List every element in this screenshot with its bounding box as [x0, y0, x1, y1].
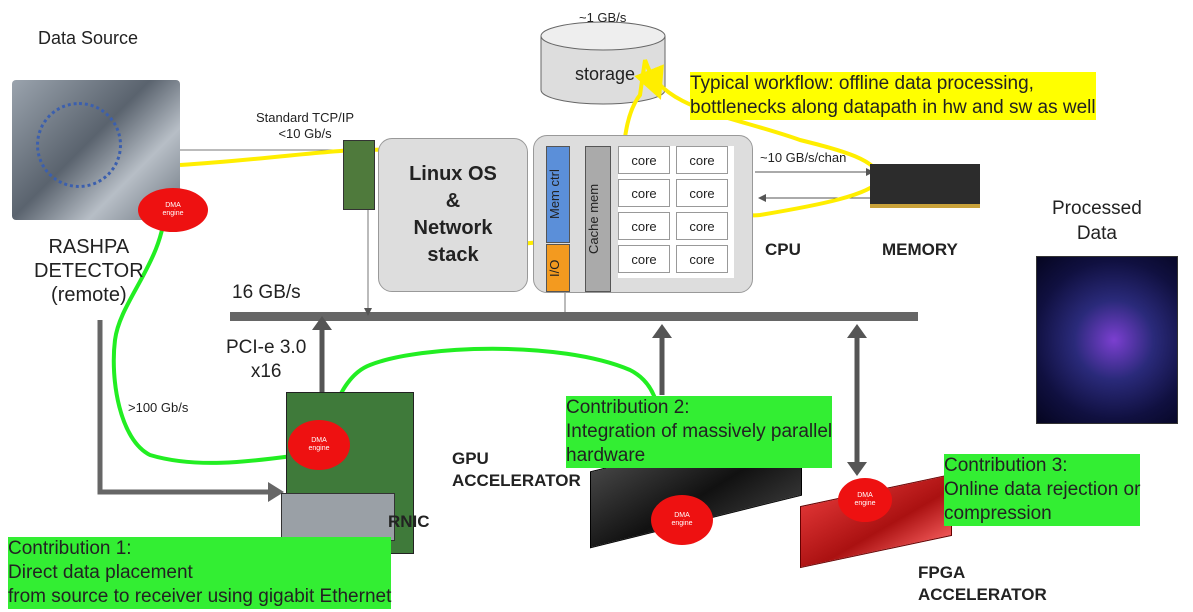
cpu-core: core	[618, 212, 670, 240]
tcp-line-2: <10 Gb/s	[278, 126, 332, 141]
dma-text: engine	[671, 520, 693, 527]
gpu-line-1: GPU	[452, 449, 489, 468]
memory-label: MEMORY	[882, 240, 958, 259]
storage-cylinder	[540, 21, 666, 105]
contribution-3-line-1: Contribution 3:	[944, 455, 1068, 476]
bus-rate: 16 GB/s	[232, 282, 301, 303]
dma-text: DMA	[311, 437, 327, 444]
nic-card-image	[343, 140, 375, 210]
dma-text: engine	[854, 500, 876, 507]
storage-rate: ~1 GB/s	[579, 10, 627, 25]
cache-mem-block: Cache mem	[585, 146, 611, 292]
memory-module-image	[870, 164, 980, 208]
io-block: I/O	[546, 244, 570, 292]
os-line-1: Linux OS	[409, 163, 497, 185]
contribution-3-line-2: Online data rejection or	[944, 479, 1141, 500]
tcp-label: Standard TCP/IP <10 Gb/s	[256, 110, 354, 142]
contribution-1-line-1: Contribution 1:	[8, 538, 132, 559]
detector-line-3: (remote)	[51, 284, 127, 306]
processed-data-label: Processed Data	[1052, 196, 1142, 246]
memory-rate: ~10 GB/s/chan	[760, 150, 847, 165]
data-source-label: Data Source	[38, 28, 139, 48]
contribution-2-line-2: Integration of massively parallel	[566, 421, 833, 442]
gpu-line-2: ACCELERATOR	[452, 471, 581, 490]
pcie-line-1: PCI-e 3.0	[226, 337, 307, 358]
contribution-2-line-3: hardware	[566, 445, 646, 466]
link-rate: >100 Gb/s	[128, 400, 189, 415]
os-line-2: &	[445, 190, 461, 212]
pcie-line-2: x16	[250, 361, 282, 382]
cpu-core: core	[618, 245, 670, 273]
contribution-3: Contribution 3: Online data rejection or…	[944, 454, 1141, 526]
contribution-1-line-3: from source to receiver using gigabit Et…	[8, 586, 392, 607]
fpga-line-2: ACCELERATOR	[918, 585, 1047, 604]
contribution-3-line-3: compression	[944, 503, 1052, 524]
rnic-port-bracket	[281, 493, 395, 541]
cpu-core: core	[618, 179, 670, 207]
linux-os-box: Linux OS & Network stack	[378, 138, 528, 292]
dma-text: engine	[308, 445, 330, 452]
cpu-core: core	[676, 212, 728, 240]
contribution-2: Contribution 2: Integration of massively…	[566, 396, 833, 468]
rashpa-detector-image	[12, 80, 180, 220]
storage-label: storage	[575, 64, 636, 84]
os-line-4: stack	[427, 244, 479, 266]
processed-data-image	[1036, 256, 1178, 424]
system-bus	[230, 312, 918, 321]
dma-text: DMA	[165, 202, 181, 209]
contribution-2-line-1: Contribution 2:	[566, 397, 690, 418]
cpu-box: Mem ctrl I/O Cache mem core core core co…	[533, 135, 753, 293]
contribution-1-line-2: Direct data placement	[8, 562, 193, 583]
cpu-label: CPU	[765, 240, 801, 259]
dma-text: DMA	[857, 492, 873, 499]
dma-text: engine	[162, 210, 184, 217]
cpu-core: core	[676, 146, 728, 174]
detector-line-2: DETECTOR	[34, 260, 144, 282]
fpga-line-1: FPGA	[918, 563, 966, 582]
rnic-card-image	[281, 392, 414, 554]
os-line-3: Network	[413, 217, 493, 239]
rnic-label: RNIC	[388, 512, 430, 531]
gpu-label: GPU ACCELERATOR	[452, 448, 581, 492]
pcie-label: PCI-e 3.0 x16	[226, 336, 306, 384]
core-grid: core core core core core core core core	[618, 146, 734, 278]
workflow-line-1: Typical workflow: offline data processin…	[690, 73, 1034, 94]
workflow-line-2: bottlenecks along datapath in hw and sw …	[690, 97, 1096, 118]
cpu-core: core	[676, 179, 728, 207]
processed-line-1: Processed	[1052, 198, 1142, 219]
detector-line-1: RASHPA	[48, 236, 130, 258]
dma-text: DMA	[674, 512, 690, 519]
workflow-note: Typical workflow: offline data processin…	[690, 72, 1096, 120]
cpu-core: core	[618, 146, 670, 174]
detector-label: RASHPA DETECTOR (remote)	[34, 235, 144, 307]
detector-sensor-icon	[36, 102, 122, 188]
cpu-core: core	[676, 245, 728, 273]
fpga-label: FPGA ACCELERATOR	[918, 562, 1047, 606]
contribution-1: Contribution 1: Direct data placement fr…	[8, 537, 392, 609]
processed-line-2: Data	[1076, 223, 1117, 244]
tcp-line-1: Standard TCP/IP	[256, 110, 355, 125]
mem-ctrl-block: Mem ctrl	[546, 146, 570, 243]
